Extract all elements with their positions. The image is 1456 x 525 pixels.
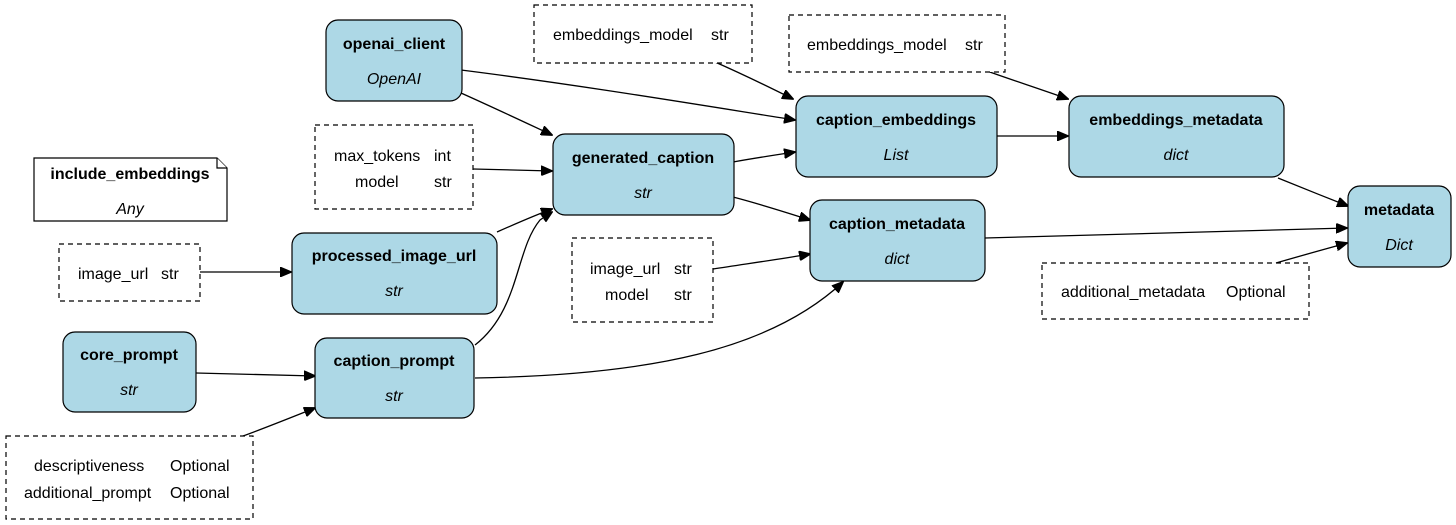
param-type: Optional (170, 458, 230, 475)
param-type: str (674, 287, 692, 304)
node-title: caption_prompt (334, 353, 456, 370)
edge-embeddings-model-2-to-embeddings-metadata (986, 70, 1068, 99)
param-type: int (434, 148, 451, 165)
node-type: OpenAI (367, 71, 422, 88)
node-type: Any (115, 201, 145, 218)
param-name: model (355, 174, 399, 191)
input-additional-metadata[interactable]: additional_metadata Optional (1041, 262, 1310, 320)
node-title: embeddings_metadata (1089, 112, 1262, 129)
param-type: Optional (170, 485, 230, 502)
param-type: str (965, 37, 983, 54)
param-name: additional_metadata (1061, 284, 1205, 301)
input-caption-meta-params[interactable]: image_url str model str (571, 237, 714, 323)
node-title: metadata (1364, 202, 1434, 219)
node-type: str (385, 283, 403, 300)
node-title: core_prompt (80, 347, 178, 364)
edge-generation-params-to-generated-caption (472, 169, 552, 171)
node-caption-embeddings[interactable]: caption_embeddings List (795, 95, 998, 178)
param-name: max_tokens (334, 148, 420, 165)
param-type: str (711, 27, 729, 44)
node-generated-caption[interactable]: generated_caption str (552, 133, 735, 216)
param-name: image_url (78, 266, 148, 283)
node-metadata[interactable]: metadata Dict (1347, 185, 1452, 268)
param-name: model (605, 287, 649, 304)
param-name: embeddings_model (807, 37, 947, 54)
node-type: str (120, 382, 138, 399)
param-name: additional_prompt (24, 485, 152, 502)
node-title: include_embeddings (50, 166, 209, 183)
param-name: descriptiveness (34, 458, 144, 475)
node-title: openai_client (343, 36, 446, 53)
input-generation-params[interactable]: max_tokens int model str (314, 124, 474, 210)
input-prompt-params[interactable]: descriptiveness Optional additional_prom… (5, 435, 254, 520)
edge-generated-caption-to-caption-metadata (732, 196, 810, 220)
edge-caption-prompt-to-caption-metadata (474, 282, 843, 379)
node-type: List (884, 147, 909, 164)
node-caption-metadata[interactable]: caption_metadata dict (809, 199, 986, 282)
edges (195, 61, 1348, 437)
param-type: str (674, 261, 692, 278)
param-type: str (434, 174, 452, 191)
node-type: str (634, 185, 652, 202)
node-type: str (385, 388, 403, 405)
edge-openai-client-to-caption-embeddings (460, 69, 795, 120)
edge-embeddings-model-1-to-caption-embeddings (714, 61, 793, 99)
node-type: dict (885, 251, 910, 268)
node-type: dict (1164, 147, 1189, 164)
node-type: Dict (1385, 237, 1413, 254)
edge-caption-prompt-to-generated-caption (474, 212, 552, 346)
edge-core-prompt-to-caption-prompt (195, 373, 315, 376)
param-type: str (161, 266, 179, 283)
edge-caption-meta-params-to-caption-metadata (712, 254, 810, 270)
node-core-prompt[interactable]: core_prompt str (62, 331, 197, 413)
node-embeddings-metadata[interactable]: embeddings_metadata dict (1068, 95, 1285, 178)
param-type: Optional (1226, 284, 1286, 301)
edge-generated-caption-to-caption-embeddings (732, 152, 795, 163)
node-include-embeddings[interactable]: include_embeddings Any (33, 157, 228, 222)
input-image-url[interactable]: image_url str (58, 243, 201, 302)
edge-processed-image-url-to-generated-caption (496, 209, 552, 233)
param-name: image_url (590, 261, 660, 278)
node-caption-prompt[interactable]: caption_prompt str (314, 337, 475, 419)
edge-prompt-params-to-caption-prompt (242, 408, 315, 437)
input-embeddings-model-1[interactable]: embeddings_model str (533, 4, 753, 64)
edge-caption-metadata-to-metadata (984, 228, 1347, 239)
param-name: embeddings_model (553, 27, 693, 44)
edge-embeddings-metadata-to-metadata (1277, 177, 1348, 206)
node-title: caption_metadata (829, 216, 965, 233)
node-processed-image-url[interactable]: processed_image_url str (291, 232, 498, 315)
input-embeddings-model-2[interactable]: embeddings_model str (788, 14, 1006, 73)
edge-openai-client-to-generated-caption (460, 92, 552, 135)
node-title: caption_embeddings (816, 112, 976, 129)
node-title: generated_caption (572, 150, 714, 167)
node-title: processed_image_url (312, 248, 477, 265)
edge-additional-metadata-to-metadata (1275, 243, 1347, 264)
node-openai-client[interactable]: openai_client OpenAI (325, 19, 463, 102)
